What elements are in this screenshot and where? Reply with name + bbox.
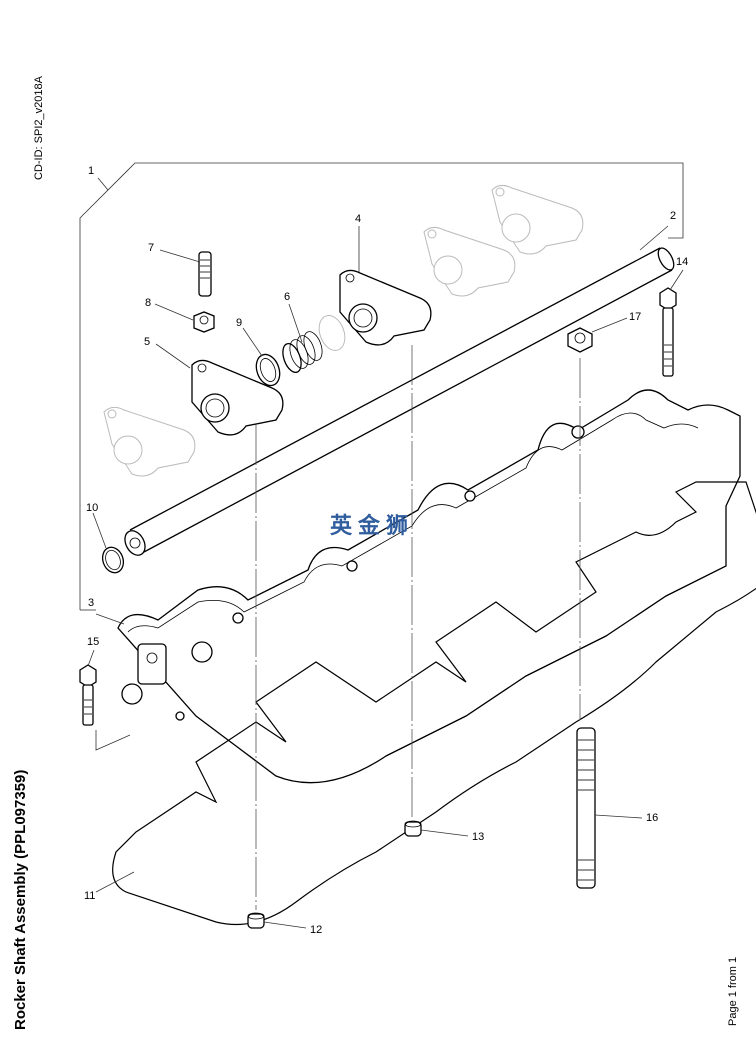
bolt-15 [79,664,97,726]
o-ring [101,546,125,574]
leader-lines [87,225,684,929]
ghost-washer [318,315,346,351]
callout-4: 4 [355,213,361,225]
nut-17 [567,327,593,353]
lock-nut [193,311,215,333]
rocker-arm-4 [339,269,432,346]
callout-6: 6 [284,291,290,303]
ghost-rocker-arm [423,226,516,297]
bolt-14 [659,287,677,377]
callout-9: 9 [236,317,242,329]
callout-7: 7 [148,242,154,254]
callout-15: 15 [87,636,99,648]
watermark: 英金狮 [330,514,415,539]
spring [282,331,323,374]
callout-3: 3 [88,597,94,609]
callout-14: 14 [676,256,688,268]
callout-5: 5 [144,336,150,348]
rocker-shaft-housing [117,389,741,784]
dowel-12 [247,912,265,929]
callout-13: 13 [472,831,484,843]
callout-1: 1 [88,165,94,177]
washer [255,353,281,387]
assembly-bracket [79,162,684,611]
callout-17: 17 [629,311,641,323]
callout-12: 12 [310,924,322,936]
stud-16 [576,727,596,889]
callout-8: 8 [145,297,151,309]
dowel-13 [404,820,422,837]
callout-10: 10 [86,502,98,514]
ghost-rocker-arm [491,184,584,255]
ghost-rocker-arm [103,406,196,477]
rocker-arm-5 [191,359,284,436]
callout-2: 2 [670,210,676,222]
rocker-shaft [124,247,675,556]
callout-16: 16 [646,812,658,824]
adjusting-screw [198,251,212,297]
callout-11: 11 [84,890,95,902]
